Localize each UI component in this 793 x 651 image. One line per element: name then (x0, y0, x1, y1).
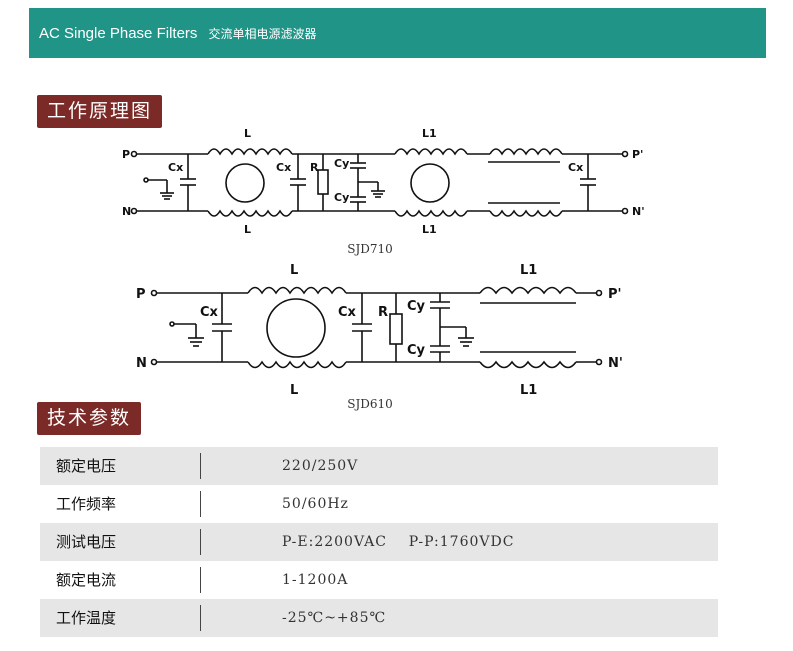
spec-row: 工作频率 50/60Hz (40, 485, 718, 523)
spec-value: 1-1200A (282, 572, 349, 588)
label-l-top: L (244, 127, 251, 140)
label-n-in: N (136, 356, 147, 371)
label-l1-top: L1 (422, 127, 437, 140)
label-l-top: L (290, 263, 298, 278)
header-title-zh: 交流单相电源滤波器 (208, 27, 317, 41)
schematic-sjd710-svg: P N P' N' L L L1 L1 Cx Cx R Cy Cy Cx (122, 127, 645, 236)
section-tag-specs: 技术参数 (37, 402, 142, 435)
spec-row: 测试电压 P-E:2200VAC P-P:1760VDC (40, 523, 718, 561)
spec-separator (200, 567, 201, 593)
label-cy2: Cy (334, 191, 349, 204)
spec-table: 额定电压 220/250V 工作频率 50/60Hz 测试电压 P-E:2200… (40, 447, 718, 637)
label-r: R (378, 305, 388, 320)
spec-separator (200, 453, 201, 479)
label-n-out: N' (632, 205, 645, 218)
label-l-bottom: L (290, 383, 298, 398)
label-p-out: P' (608, 287, 622, 302)
header-bar: AC Single Phase Filters 交流单相电源滤波器 (29, 8, 766, 58)
label-n-out: N' (608, 356, 623, 371)
section-tag-principle: 工作原理图 (37, 95, 163, 128)
label-p-in: P (136, 287, 146, 302)
spec-label: 测试电压 (56, 533, 117, 551)
spec-row: 额定电流 1-1200A (40, 561, 718, 599)
schematic-sjd610-svg: P N P' N' L L L1 L1 Cx Cx R Cy Cy (136, 263, 623, 398)
spec-separator (200, 491, 201, 517)
label-p-out: P' (632, 148, 643, 161)
label-l1-bottom: L1 (520, 383, 537, 398)
spec-value: 220/250V (282, 458, 359, 474)
spec-label: 工作频率 (56, 495, 117, 513)
label-l1-bottom: L1 (422, 223, 437, 236)
caption-sjd710: SJD710 (347, 242, 393, 256)
spec-value: P-E:2200VAC P-P:1760VDC (282, 534, 515, 550)
spec-label: 额定电流 (56, 571, 117, 589)
schematic-sjd710: P N P' N' L L L1 L1 Cx Cx R Cy Cy Cx (110, 123, 670, 238)
label-n-in: N (122, 205, 131, 218)
label-p-in: P (122, 148, 130, 161)
label-cy1: Cy (407, 299, 426, 314)
schematic-sjd610: P N P' N' L L L1 L1 Cx Cx R Cy Cy (110, 258, 670, 400)
spec-value: -25℃~+85℃ (282, 610, 387, 626)
label-cx1: Cx (200, 305, 219, 320)
spec-separator (200, 605, 201, 631)
header-title: AC Single Phase Filters 交流单相电源滤波器 (39, 23, 317, 42)
spec-label: 额定电压 (56, 457, 117, 475)
caption-sjd610: SJD610 (347, 397, 393, 411)
label-cx3: Cx (568, 161, 583, 174)
label-l-bottom: L (244, 223, 251, 236)
spec-value: 50/60Hz (282, 496, 349, 512)
label-l1-top: L1 (520, 263, 537, 278)
label-cy1: Cy (334, 157, 349, 170)
spec-separator (200, 529, 201, 555)
label-cy2: Cy (407, 343, 426, 358)
spec-label: 工作温度 (56, 609, 117, 627)
label-cx2: Cx (338, 305, 357, 320)
label-cx2: Cx (276, 161, 291, 174)
spec-row: 工作温度 -25℃~+85℃ (40, 599, 718, 637)
spec-row: 额定电压 220/250V (40, 447, 718, 485)
label-cx1: Cx (168, 161, 183, 174)
header-title-en: AC Single Phase Filters (39, 25, 198, 42)
label-r: R (310, 161, 319, 174)
